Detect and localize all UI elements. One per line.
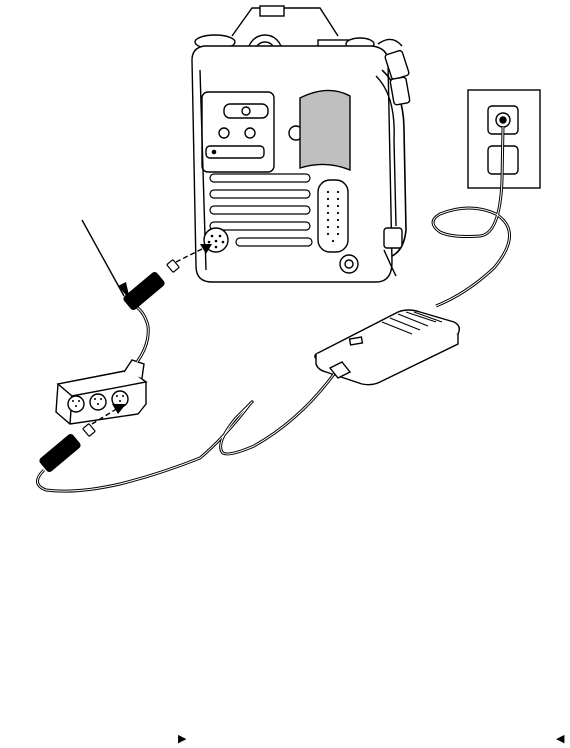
- camera-strap-clip-mid: [390, 77, 410, 105]
- callout-pointer-line: [82, 220, 124, 296]
- camera-prism: [232, 8, 338, 36]
- next-page-marker[interactable]: ▶: [178, 733, 186, 744]
- splitter-plug-body: [39, 433, 81, 472]
- splitter-plug-tip: [83, 424, 96, 437]
- ac-adapter: [315, 310, 459, 385]
- splitter-plug: [39, 424, 96, 473]
- camera-grip-shade: [300, 90, 350, 170]
- prev-page-marker[interactable]: ◀: [556, 733, 564, 744]
- ac-adapter-label: [350, 337, 363, 345]
- wall-outlet-plug-core: [500, 117, 506, 123]
- camera-strap-upper: [378, 39, 402, 46]
- camera-hot-shoe: [260, 6, 284, 16]
- camera-back: [192, 6, 410, 282]
- camera-plug-body: [123, 271, 165, 310]
- camera-card-led: [212, 150, 215, 153]
- camera-strap-buckle-bottom: [384, 228, 402, 248]
- y-splitter: [56, 360, 146, 424]
- camera-plug: [123, 260, 180, 311]
